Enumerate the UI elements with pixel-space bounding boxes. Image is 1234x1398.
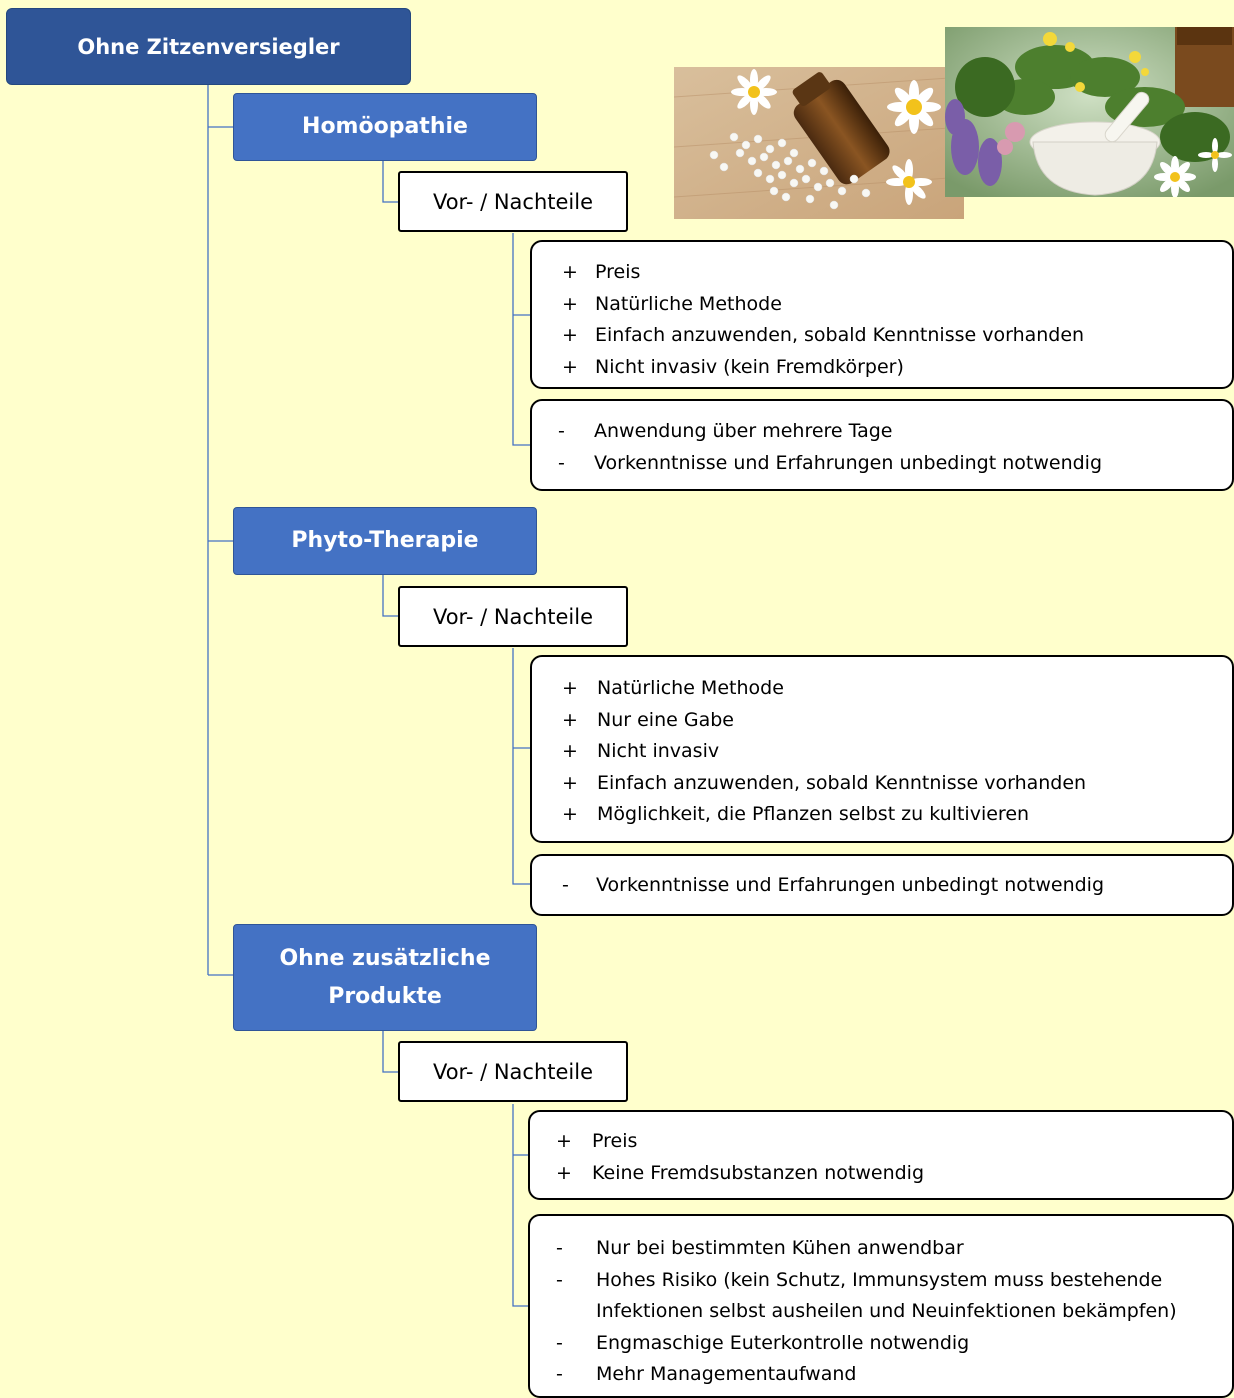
cons-box: - Vorkenntnisse und Erfahrungen unbedingt…: [530, 854, 1234, 916]
category-title: Homöopathie: [302, 114, 468, 139]
minus-sign: -: [558, 451, 565, 474]
plus-sign: +: [556, 1161, 572, 1184]
con-item: - Engmaschige Euterkontrolle notwendig: [556, 1328, 1220, 1360]
con-text: Anwendung über mehrere Tage: [594, 420, 893, 442]
plus-sign: +: [562, 803, 578, 825]
con-text: Vorkenntnisse und Erfahrungen unbedingt …: [594, 451, 1103, 474]
pros-box: + Preis + Keine Fremdsubstanzen notwendig: [528, 1110, 1234, 1200]
category-ohne-zusaetzliche-produkte: Ohne zusätzliche Produkte: [233, 924, 537, 1031]
plus-sign: +: [562, 324, 578, 346]
plus-sign: +: [562, 771, 578, 794]
pros-cons-label: Vor- / Nachteile: [432, 189, 594, 214]
pros-box: + Preis + Natürliche Methode + Einfach anzu…: [530, 240, 1234, 389]
category-title: Ohne zusätzliche Produkte: [279, 945, 491, 1009]
con-text: Engmaschige Euterkontrolle notwendig: [596, 1331, 970, 1354]
pros-box: + Natürliche Methode + Nur eine Gabe + Nich…: [530, 655, 1234, 843]
plus-sign: +: [562, 677, 578, 699]
con-item: - Nur bei bestimmten Kühen anwendbar: [556, 1233, 1220, 1265]
pro-text: Nur eine Gabe: [597, 708, 734, 731]
minus-sign: -: [556, 1331, 563, 1354]
pro-text: Natürliche Methode: [597, 677, 784, 699]
con-item: - Hohes Risiko (kein Schutz, Immunsystem …: [556, 1265, 1220, 1328]
pros-cons-label: Vor- / Nachteile: [432, 1059, 594, 1084]
pro-item: + Natürliche Methode: [562, 673, 1220, 705]
con-item: - Vorkenntnisse und Erfahrungen unbedingt…: [562, 870, 1220, 902]
herbal-medicine-photo: [945, 27, 1234, 197]
minus-sign: -: [556, 1363, 563, 1385]
root-label: Ohne Zitzenversiegler: [77, 34, 340, 59]
pros-cons-header: Vor- / Nachteile: [398, 171, 628, 232]
pro-text: Preis: [592, 1130, 638, 1152]
pro-text: Preis: [595, 261, 641, 283]
pro-text: Einfach anzuwenden, sobald Kenntnisse vo…: [595, 324, 1085, 346]
minus-sign: -: [562, 874, 569, 896]
con-item: - Vorkenntnisse und Erfahrungen unbedingt…: [558, 448, 1220, 480]
category-title: Phyto-Therapie: [291, 528, 479, 553]
pros-cons-header: Vor- / Nachteile: [398, 1041, 628, 1102]
cons-box: - Anwendung über mehrere Tage - Vorkenntni…: [530, 399, 1234, 491]
minus-sign: -: [558, 420, 565, 442]
pro-item: + Einfach anzuwenden, sobald Kenntnisse v…: [562, 768, 1220, 800]
plus-sign: +: [562, 355, 578, 378]
plus-sign: +: [562, 740, 578, 762]
pro-text: Keine Fremdsubstanzen notwendig: [592, 1161, 925, 1184]
pro-item: + Einfach anzuwenden, sobald Kenntnisse v…: [562, 320, 1220, 352]
con-item: - Mehr Managementaufwand: [556, 1359, 1220, 1391]
pro-item: + Möglichkeit, die Pflanzen selbst zu kul…: [562, 799, 1220, 831]
cons-box: - Nur bei bestimmten Kühen anwendbar - Hoh…: [528, 1214, 1234, 1398]
pros-cons-header: Vor- / Nachteile: [398, 586, 628, 647]
plus-sign: +: [562, 292, 578, 315]
pro-item: + Nicht invasiv: [562, 736, 1220, 768]
minus-sign: -: [556, 1237, 563, 1259]
con-item: - Anwendung über mehrere Tage: [558, 416, 1220, 448]
homeopathy-globules-photo: [674, 67, 964, 219]
minus-sign: -: [556, 1268, 563, 1291]
pro-text: Nicht invasiv: [597, 740, 720, 762]
root-node: Ohne Zitzenversiegler: [6, 8, 411, 85]
plus-sign: +: [562, 261, 578, 283]
plus-sign: +: [556, 1130, 572, 1152]
pro-item: + Nur eine Gabe: [562, 705, 1220, 737]
pro-text: Einfach anzuwenden, sobald Kenntnisse vo…: [597, 771, 1087, 794]
pro-item: + Keine Fremdsubstanzen notwendig: [556, 1158, 1220, 1190]
pro-text: Natürliche Methode: [595, 292, 782, 315]
con-text: Hohes Risiko (kein Schutz, Immunsystem m…: [596, 1268, 1177, 1323]
pro-text: Möglichkeit, die Pflanzen selbst zu kult…: [597, 803, 1030, 825]
con-text: Vorkenntnisse und Erfahrungen unbedingt …: [596, 874, 1105, 896]
con-text: Mehr Managementaufwand: [596, 1363, 857, 1385]
category-phyto-therapie: Phyto-Therapie: [233, 507, 537, 575]
pro-item: + Preis: [562, 257, 1220, 289]
plus-sign: +: [562, 708, 578, 731]
pro-item: + Natürliche Methode: [562, 289, 1220, 321]
pro-text: Nicht invasiv (kein Fremdkörper): [595, 355, 904, 378]
pros-cons-label: Vor- / Nachteile: [432, 604, 594, 629]
pro-item: + Nicht invasiv (kein Fremdkörper): [562, 352, 1220, 384]
pro-item: + Preis: [556, 1126, 1220, 1158]
con-text: Nur bei bestimmten Kühen anwendbar: [596, 1237, 964, 1259]
category-homoeopathie: Homöopathie: [233, 93, 537, 161]
